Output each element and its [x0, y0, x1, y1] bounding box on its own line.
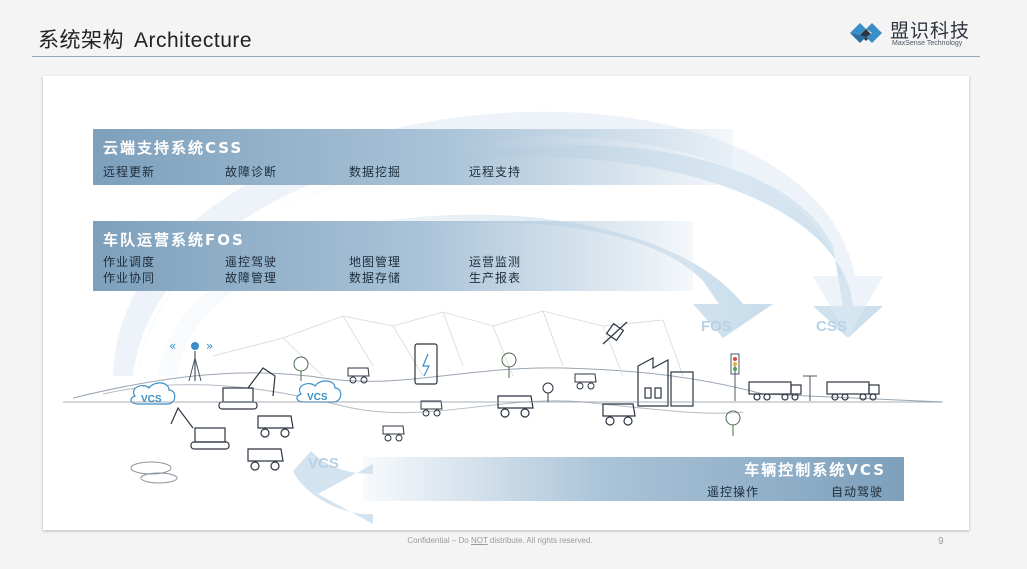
factory-icon — [637, 357, 694, 407]
vcs-layer-title: 车辆控制系统VCS — [744, 461, 886, 479]
title-divider — [32, 56, 980, 57]
rock-pile-icon — [130, 461, 178, 484]
css-arrow-label: CSS — [816, 318, 847, 335]
css-layer-title: 云端支持系统CSS — [103, 139, 244, 157]
page-title: 系统架构 Architecture — [38, 24, 252, 54]
fos-feature: 生产报表 — [469, 271, 522, 285]
fos-feature: 地图管理 — [349, 255, 402, 269]
company-logo: 盟识科技 MaxSense Technology — [846, 16, 986, 50]
footer-text: distribute. All rights reserved. — [487, 536, 593, 545]
svg-text:»: » — [206, 339, 213, 353]
satellite-icon — [602, 321, 628, 345]
charging-station-icon — [414, 343, 438, 385]
street-lamp-icon — [803, 375, 817, 401]
vcs-cloud-icon — [296, 380, 342, 403]
vcs-cloud-label: VCS — [141, 394, 162, 405]
excavator-icon — [218, 367, 276, 410]
css-feature: 远程更新 — [103, 165, 156, 179]
fos-layer-band: 车队运营系统FOS 作业调度 遥控驾驶 地图管理 运营监测 作业协同 故障管理 … — [93, 221, 693, 291]
dump-truck-icon — [382, 425, 405, 442]
traffic-light-icon — [730, 353, 740, 401]
dump-truck-icon — [574, 373, 597, 390]
page-title-cn: 系统架构 — [38, 28, 124, 52]
css-layer-band: 云端支持系统CSS 远程更新 故障诊断 数据挖掘 远程支持 — [93, 129, 733, 185]
logo-name-en: MaxSense Technology — [892, 40, 963, 47]
logo-name-cn: 盟识科技 — [890, 20, 971, 42]
page-number: 9 — [938, 536, 944, 547]
excavator-icon — [170, 406, 230, 450]
vcs-loop-arrow — [293, 451, 373, 524]
dump-truck-icon — [497, 395, 534, 418]
vcs-arrow-label: VCS — [308, 455, 339, 472]
dump-truck-icon — [347, 367, 370, 384]
footer-emphasis: NOT — [470, 536, 488, 545]
css-feature: 远程支持 — [469, 165, 522, 179]
dump-truck-icon — [257, 415, 294, 438]
logo-mark-icon — [850, 23, 882, 43]
vcs-layer-band: 车辆控制系统VCS 遥控操作 自动驾驶 — [363, 457, 904, 501]
dump-truck-icon — [602, 403, 636, 426]
footer-text: Confidential – Do — [407, 536, 471, 545]
page-title-en: Architecture — [134, 29, 253, 52]
fos-arrow-label: FOS — [701, 318, 732, 335]
fos-feature: 故障管理 — [225, 271, 278, 285]
fos-feature: 数据存储 — [349, 271, 402, 285]
haul-truck-icon — [748, 381, 802, 401]
vcs-cloud-icon — [130, 382, 176, 405]
css-feature: 数据挖掘 — [349, 165, 402, 179]
haul-truck-icon — [826, 381, 880, 401]
location-pin-icon — [542, 382, 554, 402]
fos-layer-title: 车队运营系统FOS — [103, 231, 245, 249]
tree-icon — [501, 352, 517, 378]
architecture-diagram: « » — [43, 76, 969, 530]
fos-feature: 作业调度 — [103, 255, 156, 269]
tree-icon — [293, 356, 309, 381]
vcs-feature: 自动驾驶 — [831, 485, 884, 499]
css-feature: 故障诊断 — [225, 165, 278, 179]
dump-truck-icon — [247, 448, 284, 471]
tree-icon — [725, 410, 741, 436]
signal-tower-icon: « » — [169, 339, 213, 382]
vcs-cloud-label: VCS — [307, 392, 328, 403]
fos-feature: 遥控驾驶 — [225, 255, 278, 269]
fos-feature: 作业协同 — [103, 271, 156, 285]
dump-truck-icon — [420, 400, 443, 417]
confidential-footer: Confidential – Do NOT distribute. All ri… — [0, 536, 1000, 545]
vcs-feature: 遥控操作 — [707, 485, 760, 499]
svg-text:«: « — [169, 339, 176, 353]
fos-feature: 运营监测 — [469, 255, 522, 269]
